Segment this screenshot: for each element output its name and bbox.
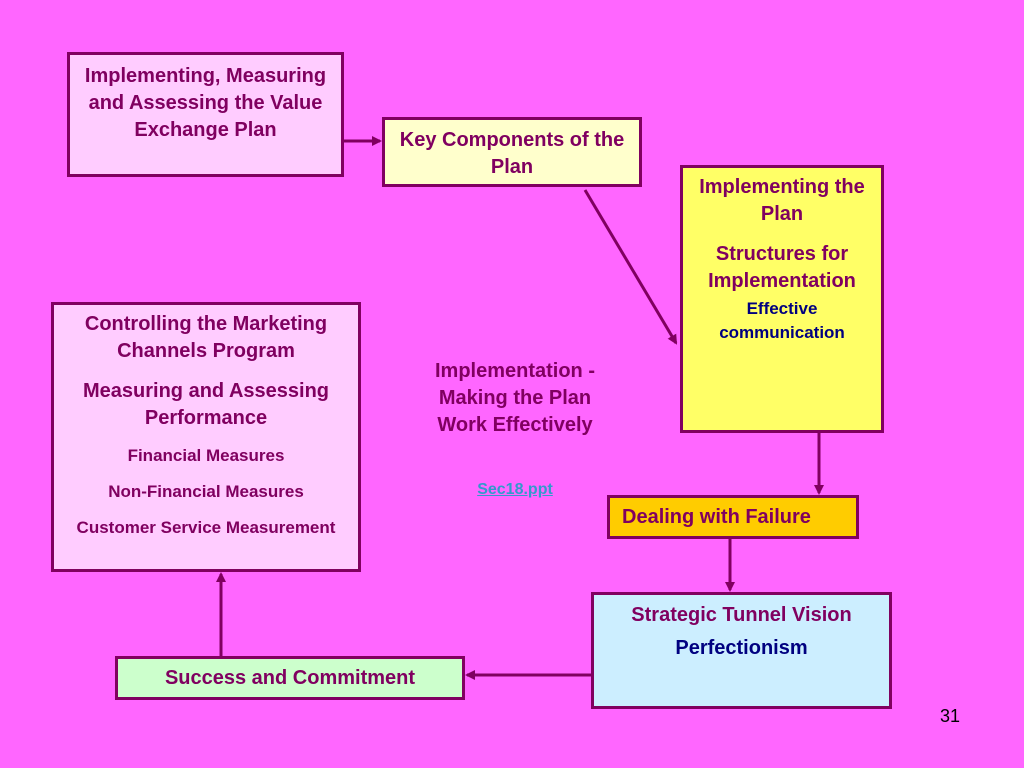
box-key-components: Key Components of the Plan bbox=[382, 117, 642, 187]
controlling-item: Non-Financial Measures bbox=[108, 482, 304, 501]
controlling-item: Financial Measures bbox=[127, 446, 285, 465]
tunnel-vision-title: Strategic Tunnel Vision bbox=[631, 604, 852, 626]
box-success-commitment-label: Success and Commitment bbox=[164, 667, 416, 689]
box-implementing-measuring-label: Implementing, Measuring and Assessing th… bbox=[84, 65, 327, 141]
controlling-subtitle: Measuring and Assessing Performance bbox=[83, 380, 329, 429]
box-dealing-with-failure-label: Dealing with Failure bbox=[622, 506, 811, 528]
implementing-plan-item: Effective communication bbox=[719, 299, 845, 342]
box-implementing-measuring: Implementing, Measuring and Assessing th… bbox=[67, 52, 344, 177]
arrow-to-implementing bbox=[583, 189, 678, 345]
box-key-components-label: Key Components of the Plan bbox=[399, 129, 625, 178]
box-dealing-with-failure: Dealing with Failure bbox=[607, 495, 859, 539]
box-implementing-plan: Implementing the Plan Structures for Imp… bbox=[680, 165, 884, 433]
box-tunnel-vision: Strategic Tunnel Vision Perfectionism bbox=[591, 592, 892, 709]
box-controlling: Controlling the Marketing Channels Progr… bbox=[51, 302, 361, 572]
implementing-plan-subtitle: Structures for Implementation bbox=[708, 243, 856, 292]
center-title: Implementation - Making the Plan Work Ef… bbox=[434, 360, 595, 436]
box-success-commitment: Success and Commitment bbox=[115, 656, 465, 700]
controlling-title: Controlling the Marketing Channels Progr… bbox=[84, 313, 328, 362]
controlling-item: Customer Service Measurement bbox=[76, 518, 336, 537]
page-number: 31 bbox=[939, 706, 961, 726]
implementing-plan-title: Implementing the Plan bbox=[699, 176, 865, 225]
sec18-link[interactable]: Sec18.ppt bbox=[477, 481, 553, 498]
tunnel-vision-item: Perfectionism bbox=[675, 637, 808, 659]
